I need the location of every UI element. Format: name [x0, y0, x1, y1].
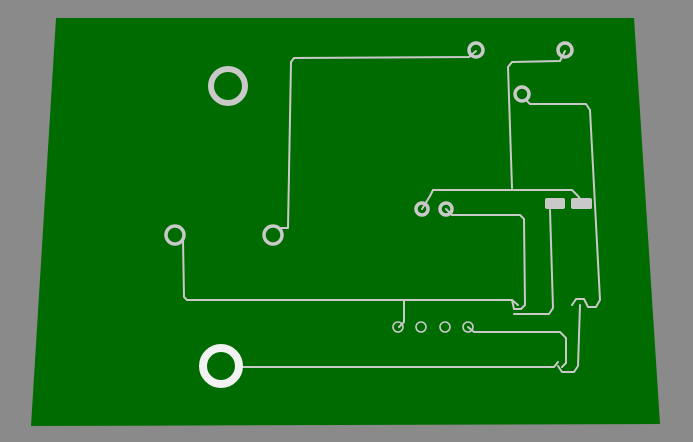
trace-10 — [557, 304, 581, 373]
pcb-board — [31, 18, 660, 426]
trace-2 — [182, 239, 519, 306]
smd-pad-1 — [545, 198, 565, 209]
pad-row-3 — [439, 321, 451, 333]
pad-left-1 — [164, 224, 186, 246]
pad-top-2 — [556, 41, 574, 59]
pad-row-1 — [392, 321, 404, 333]
mounting-hole-top — [208, 66, 248, 106]
trace-11 — [235, 361, 559, 368]
pad-upper-right — [513, 85, 531, 103]
mounting-hole-bottom — [199, 344, 243, 388]
smd-pad-2 — [571, 198, 592, 209]
pad-top-1 — [467, 41, 485, 59]
pad-row-2 — [415, 321, 427, 333]
trace-3 — [398, 299, 405, 328]
trace-8 — [513, 209, 554, 315]
trace-7 — [445, 208, 526, 310]
trace-6 — [421, 189, 584, 210]
trace-5 — [525, 99, 601, 308]
trace-9 — [467, 326, 567, 368]
pad-row-4 — [462, 321, 474, 333]
pad-mid-1 — [414, 201, 430, 217]
pad-mid-2 — [438, 201, 454, 217]
pad-left-2 — [262, 224, 284, 246]
